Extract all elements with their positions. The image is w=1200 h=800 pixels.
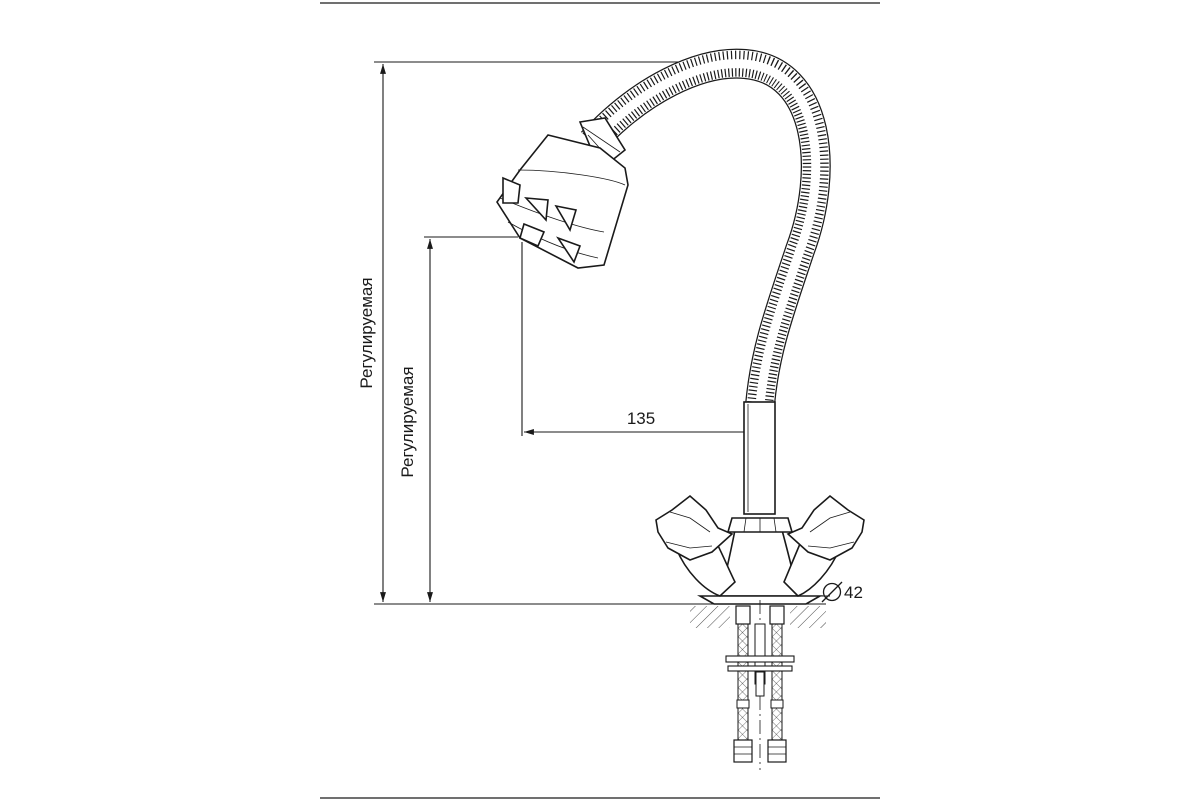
aerator-head — [496, 117, 629, 269]
right-handle — [783, 494, 865, 597]
base-diameter-callout — [800, 581, 843, 603]
overall-height-label: Регулируемая — [357, 277, 376, 388]
flexible-hose — [580, 48, 831, 407]
left-handle — [655, 494, 736, 597]
supply-hoses — [725, 600, 795, 770]
spout-stem — [743, 401, 776, 515]
base-diameter-label: 42 — [844, 583, 863, 602]
diameter-icon — [822, 582, 842, 602]
diameter-slash — [821, 581, 843, 603]
spout-height-label: Регулируемая — [398, 366, 417, 477]
mounting-surface — [690, 603, 826, 628]
overall-height-dimension — [374, 61, 730, 605]
spout-height-dimension — [424, 236, 518, 602]
reach-label: 135 — [627, 409, 655, 428]
